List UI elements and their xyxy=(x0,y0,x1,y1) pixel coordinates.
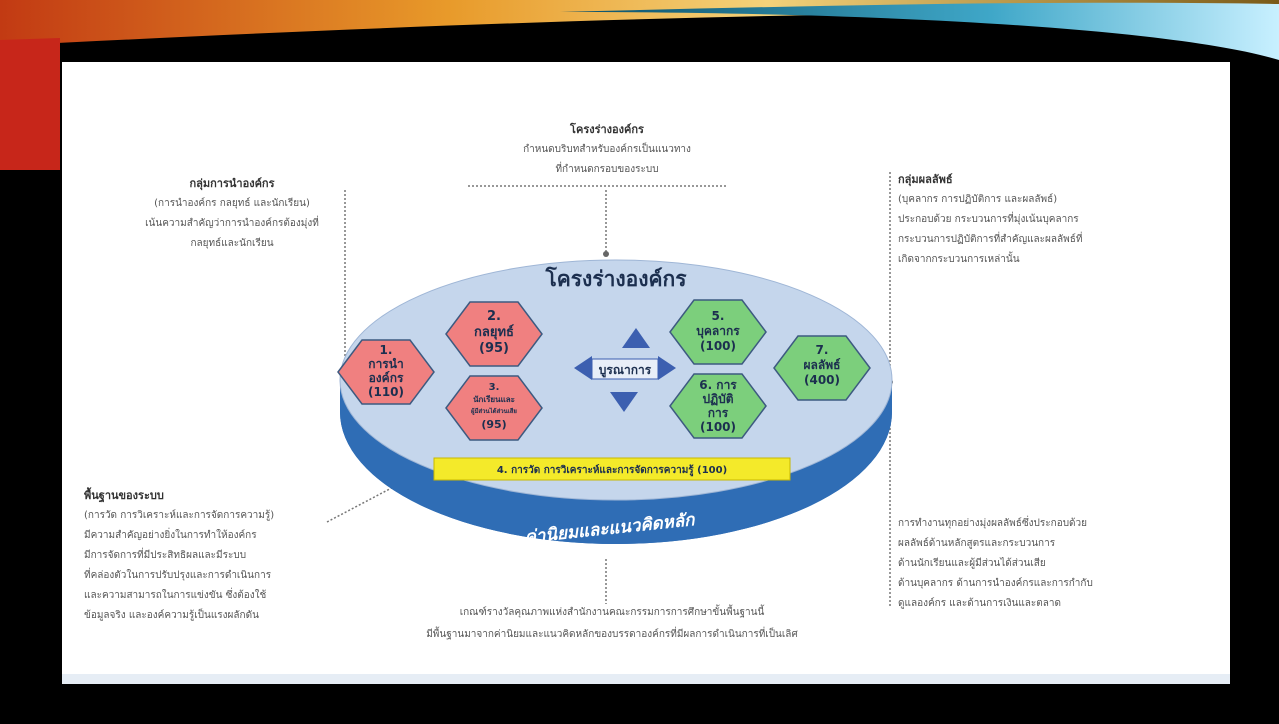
annotation-footer: เกณฑ์รางวัลคุณภาพแห่งสำนักงานคณะกรรมการก… xyxy=(426,607,798,640)
svg-text:บุคลากร: บุคลากร xyxy=(696,324,740,339)
hex-results: 7. ผลลัพธ์ (400) xyxy=(773,335,871,401)
svg-text:(100): (100) xyxy=(700,420,736,434)
hex-strategy: 2. กลยุทธ์ (95) xyxy=(445,301,543,367)
svg-text:1.: 1. xyxy=(380,343,393,357)
measurement-box xyxy=(433,457,791,481)
svg-text:กลยุทธ์: กลยุทธ์ xyxy=(474,324,514,340)
annotation-profile: โครงร่างองค์กร กำหนดบริบทสำหรับองค์กรเป็… xyxy=(523,123,691,175)
svg-text:การ: การ xyxy=(708,406,729,420)
svg-text:นักเรียนและ: นักเรียนและ xyxy=(473,394,515,404)
svg-text:ผู้มีส่วนได้ส่วนเสีย: ผู้มีส่วนได้ส่วนเสีย xyxy=(471,407,517,416)
annotation-results-group: กลุ่มผลลัพธ์ (บุคลากร การปฏิบัติการ และผ… xyxy=(898,173,1083,265)
svg-text:องค์กร: องค์กร xyxy=(369,371,404,385)
annotation-results-detail: การทำงานทุกอย่างมุ่งผลลัพธ์ซึ่งประกอบด้ว… xyxy=(898,518,1093,609)
svg-text:ผลลัพธ์: ผลลัพธ์ xyxy=(804,358,841,372)
arrow-right-icon xyxy=(658,356,676,380)
connector-foundation xyxy=(326,463,438,523)
svg-text:ปฏิบัติ: ปฏิบัติ xyxy=(702,392,733,406)
structure-title: โครงร่างองค์กร xyxy=(544,266,687,291)
baldrige-framework-diagram: ค่านิยมและแนวคิดหลัก โครงร่างองค์กร 1. ก… xyxy=(326,172,893,607)
svg-text:(400): (400) xyxy=(804,373,840,387)
slide-background-swoosh xyxy=(0,0,1279,170)
svg-text:6. การ: 6. การ xyxy=(699,378,737,392)
svg-text:(110): (110) xyxy=(368,385,404,399)
integration-box xyxy=(591,358,659,380)
connector-dot xyxy=(603,251,609,257)
hex-leadership: 1. การนำ องค์กร (110) xyxy=(337,339,435,405)
svg-text:2.: 2. xyxy=(487,309,501,324)
svg-text:(100): (100) xyxy=(700,339,736,353)
annotation-leadership-group: กลุ่มการนำองค์กร (การนำองค์กร กลยุทธ์ แล… xyxy=(145,177,319,249)
hex-workforce: 5. บุคลากร (100) xyxy=(669,299,767,365)
measurement-label: 4. การวัด การวิเคราะห์และการจัดการความรู… xyxy=(497,464,727,477)
svg-text:การนำ: การนำ xyxy=(368,357,403,371)
arrow-left-icon xyxy=(574,356,592,380)
integration-label: บูรณาการ xyxy=(599,363,652,378)
svg-text:(95): (95) xyxy=(479,341,509,356)
slide-content: ค่านิยมและแนวคิดหลัก โครงร่างองค์กร 1. ก… xyxy=(62,62,1230,684)
hex-operations: 6. การ ปฏิบัติ การ (100) xyxy=(669,373,767,439)
svg-text:(95): (95) xyxy=(481,418,506,431)
svg-text:3.: 3. xyxy=(489,382,500,393)
arrow-down-icon xyxy=(610,392,638,412)
annotation-system-foundation: พื้นฐานของระบบ (การวัด การวิเคราะห์และกา… xyxy=(84,489,275,621)
svg-text:7.: 7. xyxy=(816,343,829,357)
slide-footer-bar xyxy=(62,674,1230,684)
arrow-up-icon xyxy=(622,328,650,348)
hex-customers: 3. นักเรียนและ ผู้มีส่วนได้ส่วนเสีย (95) xyxy=(445,375,543,441)
svg-text:5.: 5. xyxy=(712,309,725,323)
